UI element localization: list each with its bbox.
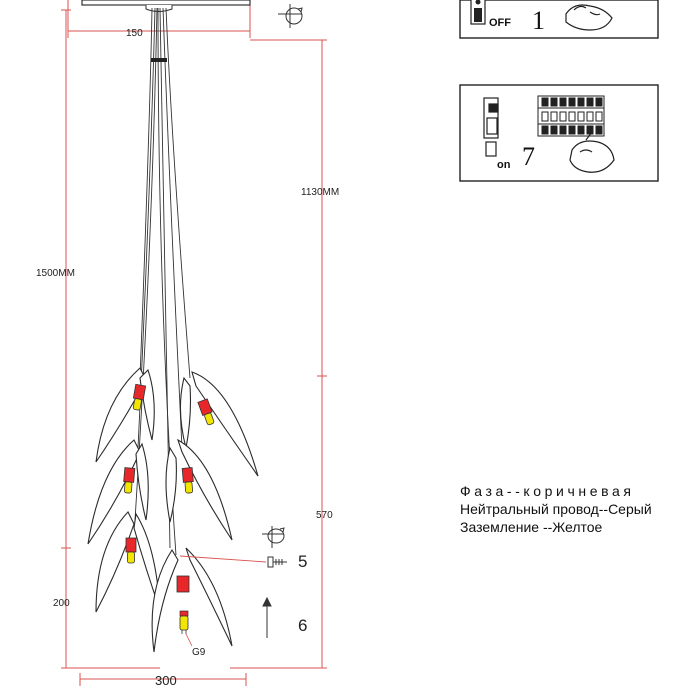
dim-cluster-height: 570	[316, 510, 333, 521]
insert-arrow-icon	[262, 596, 272, 638]
dimension-lines	[61, 0, 327, 686]
step-5-number: 5	[298, 552, 307, 571]
bulb	[132, 383, 147, 411]
spare-g9-bulb	[179, 610, 189, 634]
breaker-panel-icon	[537, 95, 605, 137]
bulb	[176, 575, 190, 593]
dim-total-drop: 1500MM	[36, 268, 75, 279]
dim-cable-length: 1130MM	[301, 187, 339, 198]
leaf-shades	[87, 367, 259, 653]
step-7-number: 7	[522, 142, 535, 171]
wiring-neutral: Нейтральный провод--Серый	[460, 501, 652, 517]
dim-cluster-width: 300	[155, 673, 177, 688]
step-7-switch-on-panel: on 7	[459, 84, 659, 182]
step-1-number: 1	[532, 6, 545, 35]
switch-off-icon	[470, 0, 486, 25]
switch-on-icon	[483, 97, 499, 157]
bulb	[125, 537, 137, 564]
step-6-number: 6	[298, 616, 307, 635]
bulb	[123, 467, 136, 494]
dim-canopy-width: 150	[126, 28, 143, 39]
rotate-icon	[278, 4, 303, 28]
cable-clamp	[151, 58, 167, 62]
bulbs	[123, 383, 215, 634]
hand-press-icon	[565, 4, 613, 31]
switch-off-label: OFF	[489, 17, 511, 29]
wiring-ground: Заземление --Желтое	[460, 519, 603, 535]
bulb	[197, 398, 215, 426]
dim-lower-part: 200	[53, 598, 70, 609]
wiring-phase: Фаза--коричневая	[460, 483, 635, 499]
bulb	[181, 467, 194, 494]
step-1-switch-off-panel: OFF 1	[459, 0, 659, 39]
switch-on-label: on	[497, 159, 511, 171]
rotate-screwdriver-icon	[262, 526, 285, 548]
lamp-type-label: G9	[192, 647, 206, 658]
screw-leader-line	[179, 555, 267, 563]
ceiling-canopy	[81, 0, 251, 12]
wiring-legend: Фаза--коричневая Нейтральный провод--Сер…	[460, 482, 700, 536]
screw-icon	[267, 556, 287, 568]
hand-press-icon	[569, 131, 615, 173]
g9-leader-line	[185, 633, 193, 647]
